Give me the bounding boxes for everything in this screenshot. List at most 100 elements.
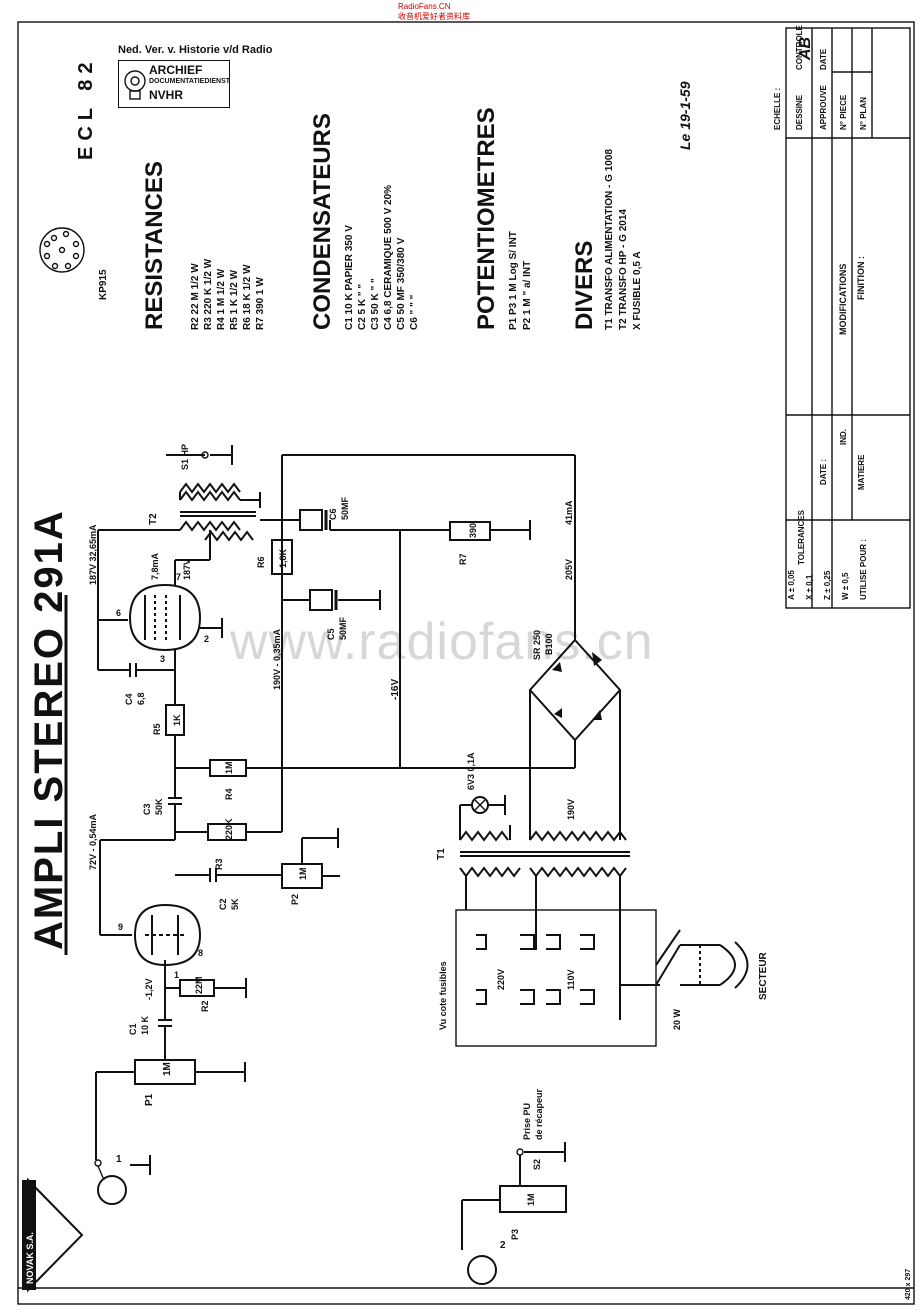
potentiometre-row-1: P1 P3 1 M Log S/ INT [508,231,519,330]
pentode-voltage-2: 187V [182,559,192,580]
secondary-voltage: 190V [566,799,576,820]
r2-label: R2 [200,1000,210,1012]
tube-triode-ecl82 [133,903,202,967]
divers-row-3: X FUSIBLE 0,5 A [632,251,643,330]
pin-2-label: 2 [204,634,209,644]
selector-note: Vu cote fusibles [438,961,448,1030]
r7-value: 390 [468,523,478,538]
c6-label: C6 [328,508,338,520]
initials-signature: AB [797,37,814,61]
label-date-top: DATE [819,48,828,70]
rectifier-type: SR 250 [532,630,542,660]
label-tolerances: TOLERANCES [797,509,806,565]
source-note-line-2: 收音机爱好者资料库 [398,12,470,21]
page-border [17,21,915,1305]
pentode-current: 7,8mA [150,552,160,580]
label-ind: IND. [839,429,848,445]
condensateur-row-6: C6 " " " [409,294,420,330]
potentiometer-p3 [499,1185,567,1213]
label-matiere: MATIERE [857,454,866,490]
screen-voltage: 190V - 0,35mA [272,628,282,690]
voltage-220: 220V [496,969,506,990]
label-dessine: DESSINE [795,94,804,130]
label-n-piece: N° PIECE [839,94,848,130]
voltage-selector-box [455,909,657,1047]
plate-voltage-triode: 72V - 0,54mA [88,813,98,870]
archive-header: Ned. Ver. v. Historie v/d Radio [118,44,273,56]
divers-row-2: T2 TRANSFO HP - G 2014 [618,209,629,330]
p1-label: P1 [144,1093,155,1106]
label-date-row: DATE : [819,459,828,485]
label-finition: FINITION : [856,256,866,300]
condensateur-row-5: C5 50 MF 350/380 V [396,237,407,330]
input-1-label: 1 [116,1154,122,1165]
resistance-row-5: R6 18 K 1/2 W [242,264,253,330]
r4-label: R4 [224,788,234,800]
resistances-heading: RESISTANCES [141,161,168,330]
label-tol-w: W ± 0,5 [841,572,850,600]
lamp-label: 6V3 0,1A [466,752,476,790]
potentiometres-heading: POTENTIOMETRES [473,107,500,330]
novak-logo-icon [22,1177,84,1293]
t2-label: T2 [148,513,159,525]
r5-value: 1K [172,714,182,726]
archive-stamp: Ned. Ver. v. Historie v/d Radio ARCHIEF … [118,44,314,110]
diagram-title: AMPLI STEREO 291A [27,509,71,950]
s2-contact-icon [516,1148,524,1156]
label-echelle: ECHELLE : [773,88,782,130]
tube-name: ECL 82 [75,57,97,160]
resistance-row-1: R2 22 M 1/2 W [190,263,201,330]
rectifier-model: B100 [544,633,554,655]
source-note: RadioFans.CN 收音机爱好者资料库 [398,2,470,22]
voltage-110: 110V [566,969,576,990]
speaker-winding [179,482,241,494]
archive-stamp-box: ARCHIEF DOCUMENTATIEDIENST NVHR [118,60,230,108]
pin-7-label: 7 [176,572,181,582]
pin-6-label: 6 [116,608,121,618]
r2-value: 22M [194,976,204,994]
r7-label: R7 [458,553,468,565]
c4-label: C4 [124,693,134,705]
condensateur-row-1: C1 10 K PAPIER 350 V [344,225,355,330]
label-modifications: MODIFICATIONS [838,264,848,335]
tube-pinout-icon [39,227,85,273]
c5-label: C5 [326,628,336,640]
divers-row-1: T1 TRANSFO ALIMENTATION - G 1008 [604,149,615,330]
label-utilise-pour: UTILISE POUR : [859,539,868,600]
r5-label: R5 [152,723,162,735]
paper-format: 420 x 297 [905,1269,912,1300]
p2-label: P2 [290,894,300,905]
mains-plug-icon [719,944,736,986]
resistance-row-4: R5 1 K 1/2 W [229,269,240,330]
power-transformer-t1 [459,830,630,878]
t1-label: T1 [436,848,447,860]
rectifier-current: 41mA [564,500,574,525]
prise-pu-label: Prise PU [522,1103,532,1140]
c2-value: 5K [230,898,240,910]
title-block: ECHELLE : DESSINE CONTROLE APPROUVE DATE… [773,24,911,609]
c3-value: 50K [154,798,164,815]
archive-logo-icon [124,70,146,100]
condensateur-row-4: C4 6,8 CERAMIQUE 500 V 20% [383,185,394,330]
c4-value: 6,8 [136,692,146,705]
pentode-voltage-1: 187V 32,65mA [88,524,98,585]
pin-9-label: 9 [118,922,123,932]
tube-pentode-ecl82 [128,583,202,652]
label-approuve: APPROUVE [819,84,828,130]
power-rating: 20 W [672,1008,682,1030]
input-jack-2-icon [467,1255,497,1285]
prise-pu-label-2: de récapeur [534,1088,544,1140]
grid-voltage: -1,2V [144,978,154,1000]
resistance-row-6: R7 390 1 W [255,277,266,330]
capacitor-c6 [299,509,328,531]
c3-label: C3 [142,803,152,815]
date-signature: Le 19-1-59 [677,81,693,150]
s1-label: S1 HP [180,444,190,470]
speaker-jack-icon [201,451,209,459]
c1-value: 10 K [140,1015,150,1035]
r3-label: R3 [214,858,224,870]
pin-8-label: 8 [198,948,203,958]
input-jack-1-icon [97,1175,127,1205]
